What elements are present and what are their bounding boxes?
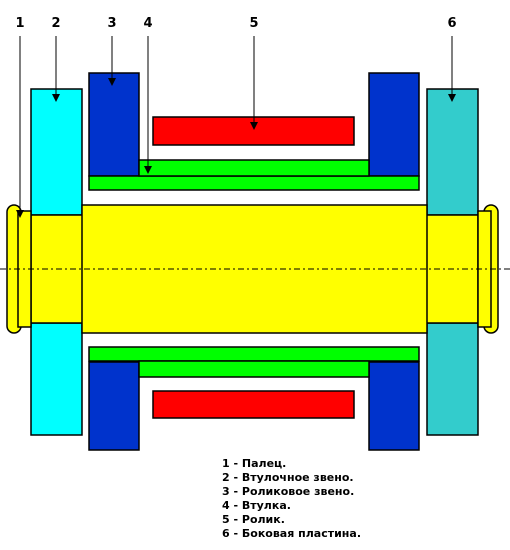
inner-plate-left-bottom	[30, 322, 83, 436]
roller-link-top-right	[368, 72, 420, 177]
callout-number-1: 1	[15, 16, 24, 31]
inner-plate-left-top	[30, 88, 83, 216]
legend: 1 - Палец. 2 - Втулочное звено. 3 - Роли…	[222, 457, 361, 540]
callout-number-6: 6	[447, 16, 456, 31]
bushing-top-narrow	[138, 159, 370, 177]
roller-link-bottom-right	[368, 361, 420, 451]
callout-number-3: 3	[107, 16, 116, 31]
callout-number-2: 2	[51, 16, 60, 31]
roller-bottom	[152, 390, 355, 419]
legend-item: 6 - Боковая пластина.	[222, 527, 361, 540]
callout-number-5: 5	[249, 16, 258, 31]
legend-item: 1 - Палец.	[222, 457, 286, 470]
callout-number-4: 4	[143, 16, 152, 31]
bushing-bottom-wide	[88, 346, 420, 362]
legend-item: 4 - Втулка.	[222, 499, 291, 512]
legend-item: 5 - Ролик.	[222, 513, 285, 526]
side-plate-right-top	[426, 88, 479, 216]
roller-link-bottom-left	[88, 361, 140, 451]
bushing-bottom-narrow	[138, 360, 370, 378]
bushing-top-wide	[88, 175, 420, 191]
roller-link-top-left	[88, 72, 140, 177]
legend-item: 2 - Втулочное звено.	[222, 471, 354, 484]
side-plate-right-bottom	[426, 322, 479, 436]
legend-item: 3 - Роликовое звено.	[222, 485, 354, 498]
